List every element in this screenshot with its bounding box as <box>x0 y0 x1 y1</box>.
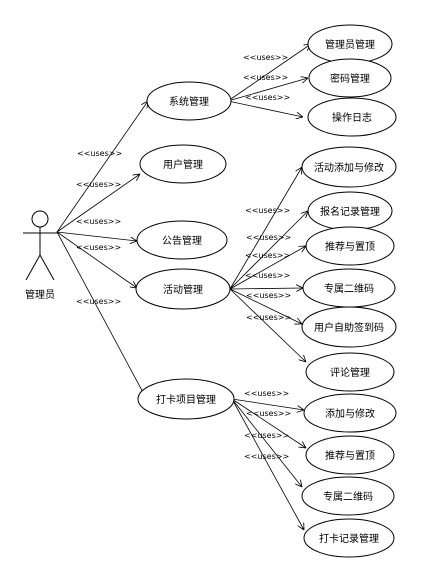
edge-act-add <box>229 167 302 290</box>
edge-act-sign <box>229 288 302 324</box>
use-case-label: 系统管理 <box>169 95 209 108</box>
use-case-label: 推荐与置顶 <box>325 240 375 253</box>
use-case-ellipse <box>303 518 395 558</box>
use-case-act-sign: 用户自助签到码 <box>301 306 397 348</box>
use-case-ellipse <box>136 220 228 260</box>
use-case-ellipse <box>307 97 397 137</box>
edge-actor-user <box>56 174 140 233</box>
use-case-label: 报名记录管理 <box>320 205 380 218</box>
use-case-ck-record: 打卡记录管理 <box>303 518 395 558</box>
use-case-ellipse <box>308 58 392 98</box>
use-case-admin: 管理员管理 <box>307 24 393 64</box>
edge-sys-pwd <box>227 78 308 102</box>
edge-act-qr <box>229 288 303 289</box>
edge-ck-qr <box>231 398 302 487</box>
edge-act-comment <box>229 288 306 362</box>
use-case-pwd: 密码管理 <box>308 58 392 98</box>
use-case-label: 公告管理 <box>162 234 202 247</box>
edge-label: <<uses>> <box>245 271 290 280</box>
edge-actor-notice <box>56 231 137 241</box>
edge-label: <<uses>> <box>245 93 290 102</box>
edge-label: <<uses>> <box>245 251 290 260</box>
edge-labels: <<uses>> <<uses>> <<uses>> <<uses>> <<us… <box>76 53 291 461</box>
actor: 管理员 <box>23 210 57 301</box>
use-case-label: 密码管理 <box>330 72 370 85</box>
edge-ck-add <box>231 398 304 410</box>
use-case-label: 活动添加与修改 <box>314 161 384 174</box>
use-case-ellipse <box>305 352 395 392</box>
edge-label: <<uses>> <box>246 409 291 418</box>
use-case-label: 管理员管理 <box>325 38 375 51</box>
edge-label: <<uses>> <box>77 149 122 158</box>
use-case-label: 打卡记录管理 <box>319 532 379 545</box>
use-case-notice: 公告管理 <box>136 220 228 260</box>
edges <box>56 44 311 530</box>
use-case-label: 操作日志 <box>332 111 372 124</box>
use-case-ck-top: 推荐与置顶 <box>305 435 395 475</box>
edge-actor-checkin <box>56 231 146 398</box>
edge-label: <<uses>> <box>245 206 290 215</box>
use-case-user: 用户管理 <box>139 144 227 184</box>
use-case-ellipse <box>301 476 395 516</box>
use-case-act-reg: 报名记录管理 <box>307 191 393 231</box>
use-case-sys: 系统管理 <box>146 81 232 121</box>
edge-label: <<uses>> <box>243 73 288 82</box>
edge-sys-admin <box>227 44 311 102</box>
use-case-ellipse <box>301 306 397 348</box>
actor-right-leg <box>39 254 55 281</box>
use-case-label: 用户管理 <box>163 158 203 171</box>
use-case-ellipse <box>305 435 395 475</box>
use-case-activity: 活动管理 <box>135 268 231 310</box>
use-case-log: 操作日志 <box>307 97 397 137</box>
use-case-label: 推荐与置顶 <box>325 449 375 462</box>
edge-label: <<uses>> <box>76 297 121 306</box>
edge-label: <<uses>> <box>244 452 289 461</box>
use-case-act-comment: 评论管理 <box>305 352 395 392</box>
use-case-ck-add: 添加与修改 <box>303 393 397 433</box>
use-case-act-qr: 专属二维码 <box>302 268 396 308</box>
edge-label: <<uses>> <box>76 217 121 226</box>
use-case-ck-qr: 专属二维码 <box>301 476 395 516</box>
use-case-ellipse <box>137 378 235 420</box>
use-case-ellipse <box>139 144 227 184</box>
use-case-ellipse <box>303 393 397 433</box>
edge-act-top <box>229 246 306 290</box>
edge-sys-log <box>227 100 303 117</box>
use-case-label: 活动管理 <box>163 283 203 296</box>
edge-label: <<uses>> <box>244 431 289 440</box>
use-case-label: 专属二维码 <box>324 282 374 295</box>
edge-ck-record <box>231 398 304 530</box>
use-case-label: 添加与修改 <box>325 407 375 420</box>
edge-label: <<uses>> <box>246 291 291 300</box>
edge-actor-activity <box>56 231 137 288</box>
use-case-ellipse <box>305 226 395 266</box>
actor-head <box>31 210 49 228</box>
actor-label: 管理员 <box>25 288 55 301</box>
use-case-act-top: 推荐与置顶 <box>305 226 395 266</box>
use-case-label: 用户自助签到码 <box>314 321 384 334</box>
use-case-checkin: 打卡项目管理 <box>137 378 235 420</box>
use-case-act-add: 活动添加与修改 <box>301 146 397 188</box>
edge-act-reg <box>229 211 308 290</box>
use-case-ellipse <box>146 81 232 121</box>
use-case-label: 打卡项目管理 <box>156 393 216 406</box>
edge-label: <<uses>> <box>243 53 288 62</box>
use-case-ellipse <box>301 146 397 188</box>
edge-label: <<uses>> <box>76 180 121 189</box>
use-case-ellipse <box>135 268 231 310</box>
edge-label: <<uses>> <box>76 243 121 252</box>
actor-left-leg <box>25 254 41 281</box>
edge-label: <<uses>> <box>246 313 291 322</box>
edge-actor-sys <box>56 101 148 233</box>
use-case-label: 专属二维码 <box>323 490 373 503</box>
edge-label: <<uses>> <box>246 233 291 242</box>
use-case-label: 评论管理 <box>330 366 370 379</box>
edge-ck-top <box>231 398 306 448</box>
edge-label: <<uses>> <box>244 389 289 398</box>
